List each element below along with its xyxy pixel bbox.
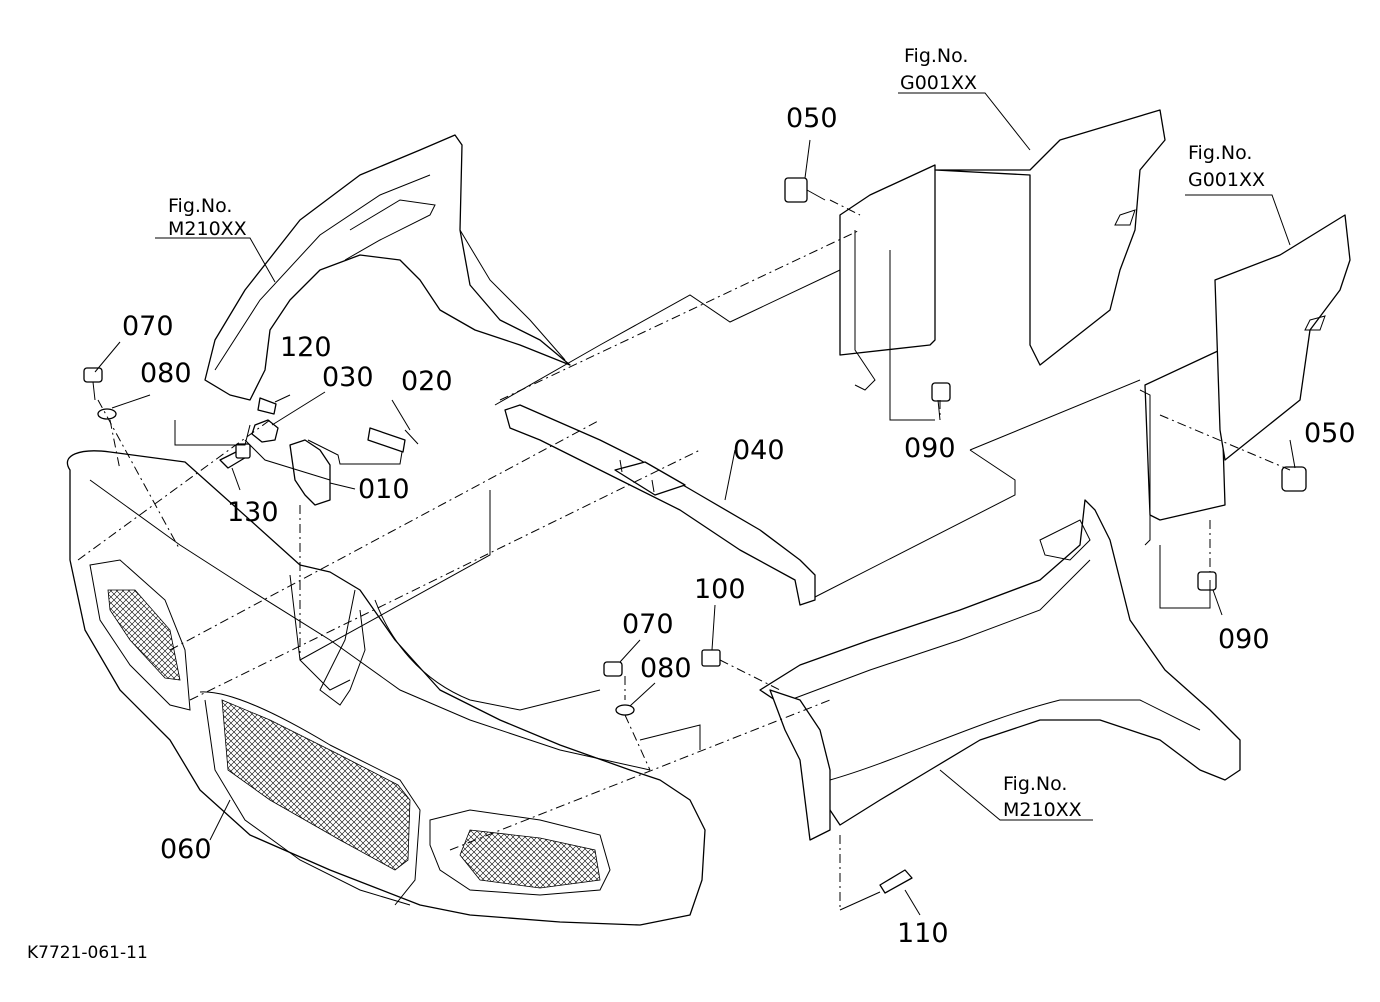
bolt-050-upper	[784, 177, 826, 203]
callout-030: 030	[322, 362, 374, 393]
fig-ref-bottom-m210: Fig.No. M210XX	[1003, 773, 1082, 821]
washer-080-center	[615, 704, 635, 716]
latch-010	[289, 439, 331, 506]
leader-lines	[94, 92, 1296, 916]
diagram-code: K7721-061-11	[27, 943, 148, 963]
left-fender-panel	[204, 134, 571, 401]
callout-120: 120	[280, 332, 332, 363]
callout-050-upper: 050	[786, 103, 838, 134]
bolt-070-center	[603, 661, 623, 677]
fig-ref-line2: M210XX	[1003, 799, 1082, 821]
fig-ref-line1: Fig.No.	[1003, 773, 1067, 795]
center-bracket-040	[504, 404, 816, 606]
bracket-120	[257, 397, 277, 415]
bolt-090-lower	[1197, 571, 1217, 591]
nut-030	[251, 419, 279, 443]
right-fender-panel	[759, 499, 1241, 841]
lower-right-bracket-panel	[1139, 214, 1351, 546]
callout-060: 060	[160, 834, 212, 865]
fig-ref-top-g001: Fig.No. G001XX	[900, 45, 977, 94]
callout-110: 110	[897, 918, 949, 949]
callout-070-center: 070	[622, 609, 674, 640]
callout-090-lower: 090	[1218, 624, 1270, 655]
callout-050-lower: 050	[1304, 418, 1356, 449]
bolt-090-upper	[931, 382, 951, 402]
fig-ref-line1: Fig.No.	[1188, 142, 1252, 164]
bolt-130	[219, 443, 251, 469]
spring-020	[367, 427, 406, 453]
callout-090-upper: 090	[904, 433, 956, 464]
callout-100: 100	[694, 574, 746, 605]
fig-ref-left-m210: Fig.No. M210XX	[168, 195, 247, 240]
callout-080-center: 080	[640, 653, 692, 684]
callout-080-left: 080	[140, 358, 192, 389]
callout-130: 130	[227, 497, 279, 528]
fig-ref-line1: Fig.No.	[168, 195, 232, 217]
fig-ref-line2: G001XX	[900, 72, 977, 94]
washer-080-left	[97, 408, 117, 420]
callout-020: 020	[401, 366, 453, 397]
fig-ref-line2: M210XX	[168, 218, 247, 240]
assembly-guide-lines	[77, 199, 1291, 910]
bolt-050-lower	[1281, 466, 1307, 492]
clip-100	[701, 649, 721, 667]
fig-ref-right-g001: Fig.No. G001XX	[1188, 142, 1265, 191]
callout-070-left: 070	[122, 311, 174, 342]
fig-ref-line2: G001XX	[1188, 169, 1265, 191]
part-callouts: 070 080 120 030 020 010 130 040 050 050 …	[122, 103, 1356, 949]
callout-040: 040	[733, 435, 785, 466]
upper-right-bracket-panel	[839, 109, 1166, 391]
bolt-070-left	[83, 367, 103, 401]
fig-ref-line1: Fig.No.	[904, 45, 968, 67]
bolt-110	[879, 869, 913, 894]
callout-010: 010	[358, 474, 410, 505]
